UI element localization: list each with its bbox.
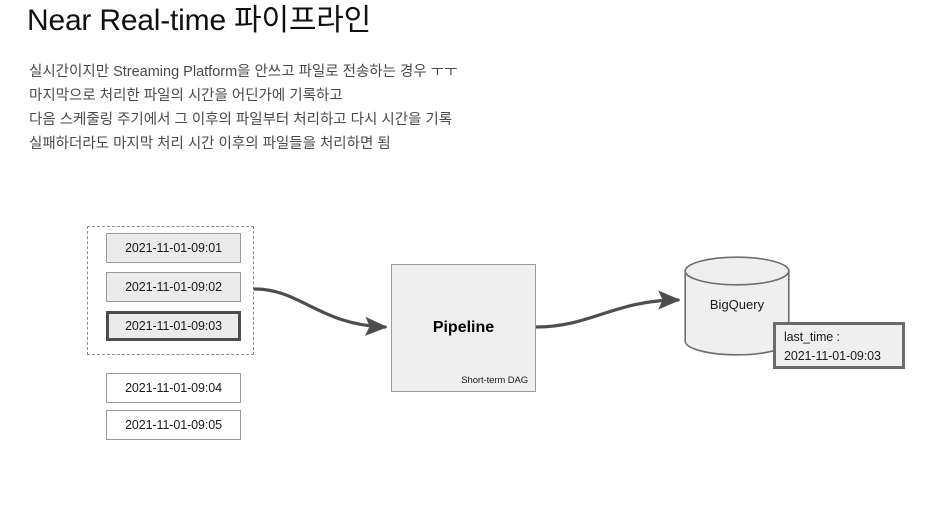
file-box[interactable]: 2021-11-01-09:04 (106, 373, 241, 403)
body-line-1: 실시간이지만 Streaming Platform을 안쓰고 파일로 전송하는 … (29, 64, 458, 80)
body-line-4: 실패하더라도 마지막 처리 시간 이후의 파일들을 처리하면 됨 (29, 136, 391, 152)
file-box[interactable]: 2021-11-01-09:05 (106, 410, 241, 440)
page-title: Near Real-time 파이프라인 (27, 4, 372, 37)
last-time-callout[interactable]: last_time : 2021-11-01-09:03 (773, 322, 905, 369)
file-box[interactable]: 2021-11-01-09:02 (106, 272, 241, 302)
file-box-current[interactable]: 2021-11-01-09:03 (106, 311, 241, 341)
edge-pipeline-to-bigquery (535, 290, 681, 329)
last-time-key: last_time : (784, 330, 840, 344)
body-line-3: 다음 스케줄링 주기에서 그 이후의 파일부터 처리하고 다시 시간을 기록 (29, 112, 453, 128)
bigquery-label: BigQuery (709, 297, 765, 312)
slide-body-text: 실시간이지만 Streaming Platform을 안쓰고 파일로 전송하는 … (29, 60, 457, 156)
pipeline-sublabel: Short-term DAG (461, 375, 528, 386)
edge-files-to-pipeline (253, 287, 388, 336)
pipeline-label: Pipeline (432, 319, 495, 336)
bigquery-datastore-node[interactable]: BigQuery (684, 256, 790, 356)
body-line-2: 마지막으로 처리한 파일의 시간을 어딘가에 기록하고 (29, 88, 343, 104)
last-time-value: 2021-11-01-09:03 (784, 349, 881, 363)
cylinder-icon (684, 256, 790, 356)
pipeline-node[interactable]: Pipeline Short-term DAG (391, 264, 536, 392)
file-box[interactable]: 2021-11-01-09:01 (106, 233, 241, 263)
